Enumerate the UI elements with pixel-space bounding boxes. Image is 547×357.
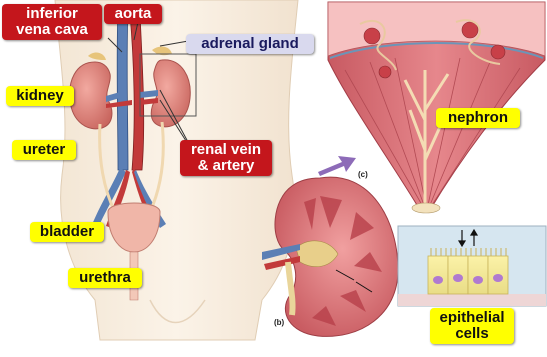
label-adrenal-gland: adrenal gland (186, 34, 314, 54)
label-aorta: aorta (104, 4, 162, 24)
label-urethra: urethra (68, 268, 142, 288)
panel-tag-c: (c) (358, 170, 368, 179)
label-epithelial-cells: epithelial cells (430, 308, 514, 344)
label-inferior-vena-cava: inferior vena cava (2, 4, 102, 40)
panel-tag-b: (b) (274, 318, 284, 327)
label-bladder: bladder (30, 222, 104, 242)
label-kidney: kidney (6, 86, 74, 106)
label-nephron: nephron (436, 108, 520, 128)
zoom-arrow (318, 156, 356, 176)
label-renal-vein-artery: renal vein & artery (180, 140, 272, 176)
label-ureter: ureter (12, 140, 76, 160)
epithelial-panel (398, 226, 546, 306)
